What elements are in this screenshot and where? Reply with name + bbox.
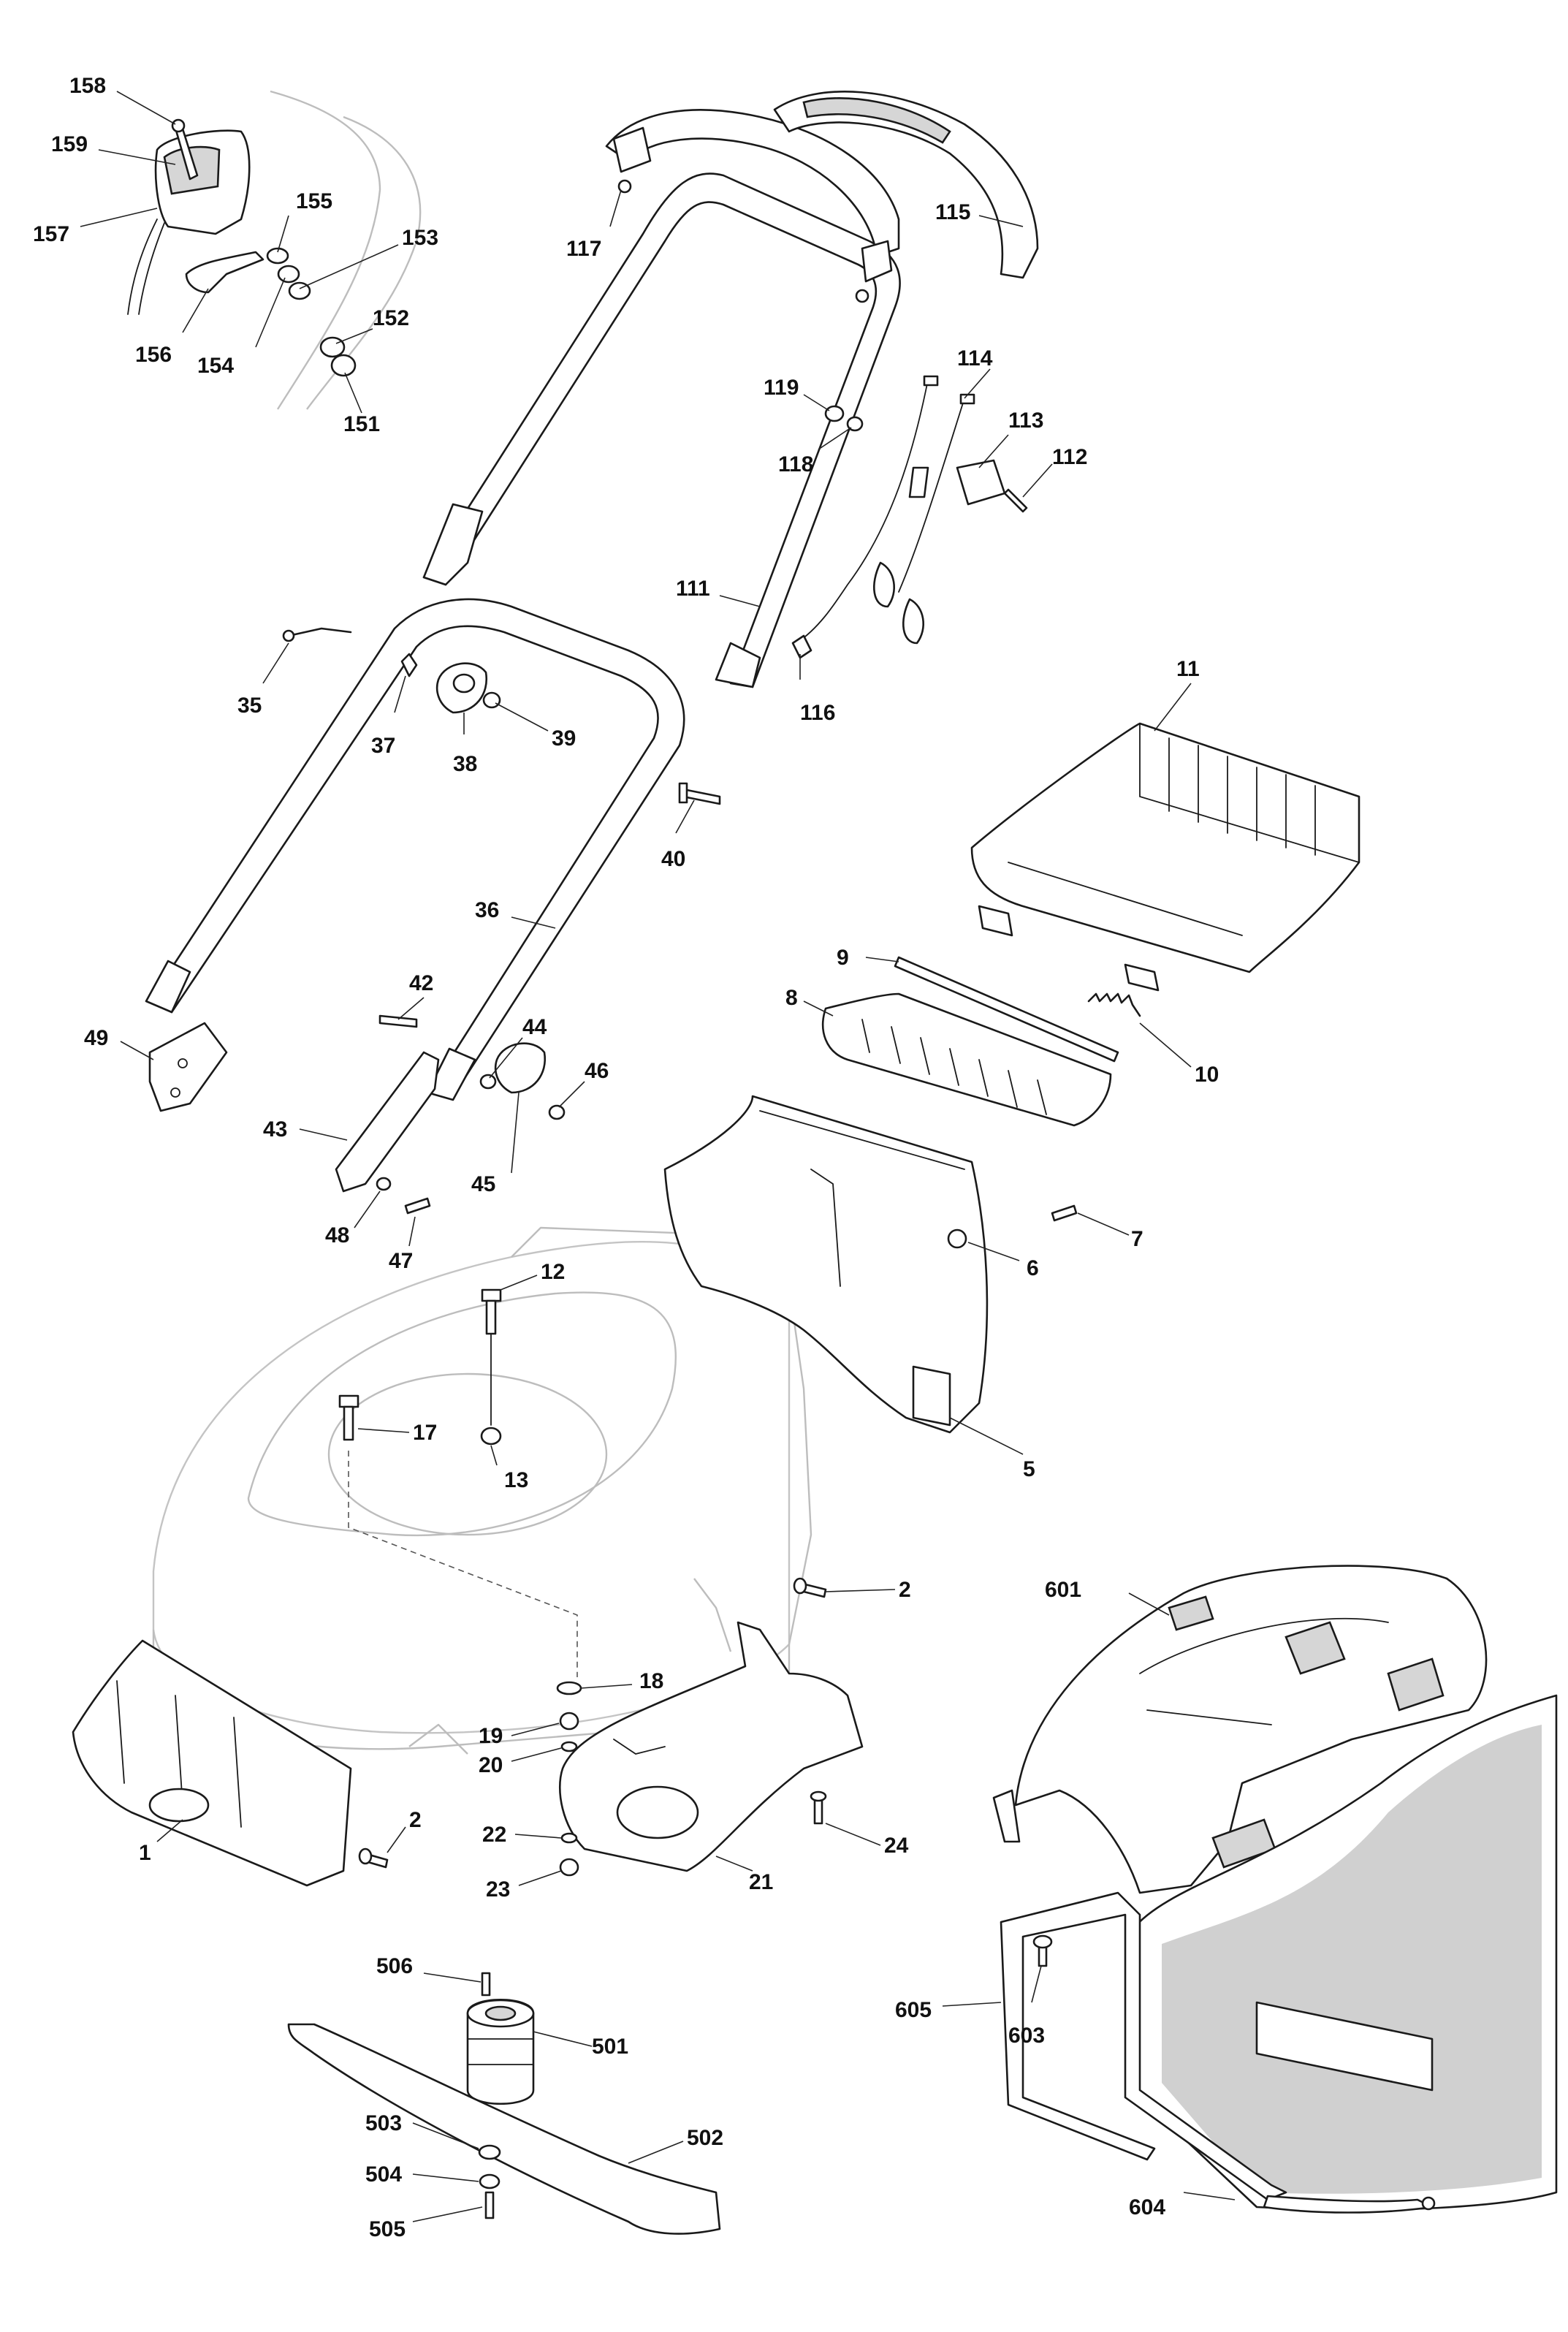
rod-9 [894,956,1119,1063]
cable-bracket-113 [956,459,1006,506]
bolt-40 [682,788,721,805]
callout-118: 118 [778,452,813,476]
grassbag-group [992,1565,1558,2214]
callout-155: 155 [296,189,332,213]
cover-11 [970,722,1360,973]
callout-111: 111 [676,577,710,601]
callout-45: 45 [471,1172,495,1196]
callout-6: 6 [1027,1256,1039,1280]
callout-10: 10 [1195,1063,1219,1087]
callout-2a: 2 [899,1578,911,1602]
callout-48: 48 [325,1223,349,1247]
callout-158: 158 [69,74,106,98]
callout-603: 603 [1008,2024,1045,2048]
callout-505: 505 [369,2217,406,2241]
lower-handle [148,598,685,1098]
bracket-49 [148,1022,228,1112]
spring-10 [1087,992,1141,1017]
rear-flap-1-group [72,1577,827,1887]
callout-36: 36 [475,898,499,922]
callout-43: 43 [263,1117,287,1142]
callout-112: 112 [1052,445,1087,469]
knob-45 [494,1042,547,1094]
rear-flap-group [663,722,1360,1434]
callout-113: 113 [1008,409,1043,433]
deck-bolts-group [338,1288,578,1677]
callout-42: 42 [409,971,433,995]
lever-arm-156 [185,251,264,294]
callout-layer: 158 159 157 155 153 156 154 152 151 117 … [33,74,1236,2241]
bracket-43 [335,1051,440,1193]
baffle-group [556,1621,864,1877]
screw-112 [1003,488,1028,513]
callout-503: 503 [365,2111,402,2135]
callout-154: 154 [197,354,234,378]
upper-handle [422,172,901,688]
callout-37: 37 [371,734,395,758]
chute-6 [663,1095,989,1434]
callout-40: 40 [661,847,685,871]
callout-38: 38 [453,752,477,776]
callout-2b: 2 [409,1808,422,1832]
flap-8 [822,992,1112,1127]
callout-601: 601 [1045,1578,1081,1602]
callout-156: 156 [135,343,172,367]
callout-604: 604 [1129,2195,1165,2219]
callout-20: 20 [479,1753,503,1777]
callout-18: 18 [639,1669,663,1693]
callout-12: 12 [541,1260,565,1284]
callout-22: 22 [482,1823,506,1847]
bail-lever-115 [773,91,1039,279]
handle-top-bar [605,109,900,257]
callout-24: 24 [884,1834,909,1858]
callout-114: 114 [957,346,993,371]
callout-35: 35 [237,694,262,718]
callout-47: 47 [389,1249,413,1273]
callout-23: 23 [486,1877,510,1902]
callout-159: 159 [51,132,88,156]
upper-handle-group [422,91,1039,688]
callout-605: 605 [895,1998,932,2022]
callout-153: 153 [402,226,438,250]
callout-157: 157 [33,222,69,246]
blade-502 [287,2023,721,2235]
callout-46: 46 [585,1059,609,1083]
callout-502: 502 [687,2126,723,2150]
callout-19: 19 [479,1724,503,1748]
blade-assembly-group [287,1972,721,2235]
callout-152: 152 [373,306,409,330]
cable-group [791,375,1028,659]
callout-21: 21 [749,1870,773,1894]
callout-7: 7 [1131,1227,1143,1251]
part-1 [72,1639,352,1887]
callout-39: 39 [552,726,576,751]
callout-9: 9 [837,946,849,970]
callout-119: 119 [764,376,799,400]
callout-504: 504 [365,2162,402,2187]
callout-1: 1 [139,1841,151,1865]
callout-11: 11 [1176,657,1200,681]
callout-115: 115 [935,200,970,224]
callout-151: 151 [343,412,380,436]
callout-116: 116 [800,701,835,725]
callout-8: 8 [785,986,798,1010]
mower-deck-ghost [152,1226,812,1755]
lower-handle-group [145,598,721,1215]
grassbag-top-601 [1014,1565,1488,1894]
callout-501: 501 [592,2035,628,2059]
callout-44: 44 [522,1015,547,1039]
callout-49: 49 [84,1026,108,1050]
callout-117: 117 [566,237,601,261]
callout-506: 506 [376,1954,413,1978]
callout-13: 13 [504,1468,528,1492]
bag-frame-605 [1000,1891,1287,2201]
callout-5: 5 [1023,1457,1035,1481]
callout-17: 17 [413,1421,437,1445]
